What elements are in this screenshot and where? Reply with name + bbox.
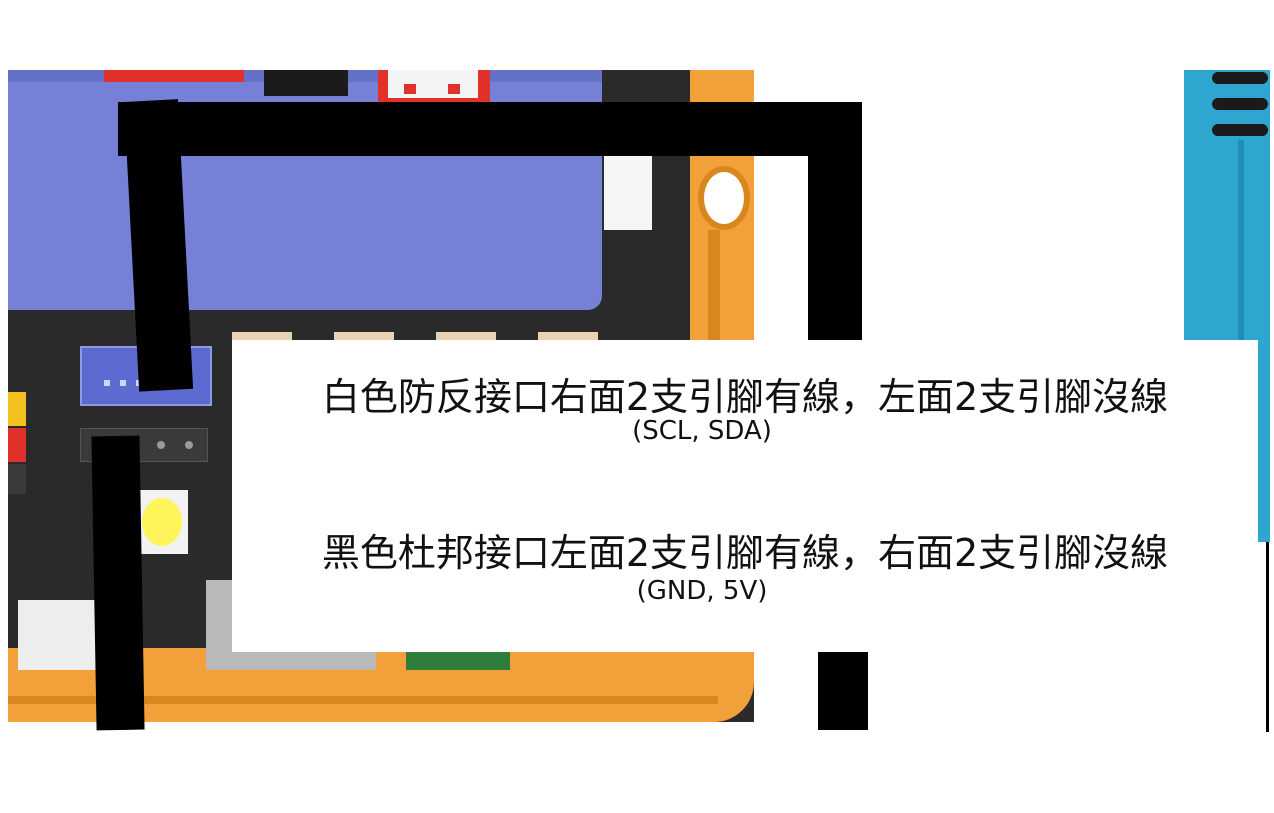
frame-hole — [698, 166, 750, 230]
left-yellow-marker — [8, 392, 26, 426]
black-connector-description: 黑色杜邦接口左面2支引腳有線，右面2支引腳沒線 — [321, 531, 1169, 575]
left-red-marker — [8, 428, 26, 462]
module-slot — [1212, 124, 1268, 136]
wire-right-vertical-lower — [818, 652, 868, 730]
frame-bottom-ridge — [8, 696, 718, 704]
micro-usb-port — [18, 600, 108, 670]
white-connector-pin — [104, 380, 110, 386]
white-connector-signals: (SCL, SDA) — [632, 416, 772, 446]
black-connector-pin — [185, 441, 193, 449]
header-strip — [436, 332, 496, 342]
white-connector-pin — [120, 380, 126, 386]
left-black-marker — [8, 464, 26, 494]
side-wire — [1266, 542, 1269, 732]
header-strip — [232, 332, 292, 342]
usb-pin-left — [404, 84, 416, 94]
module-slot — [1212, 72, 1268, 84]
module-slot — [1212, 98, 1268, 110]
top-black-component — [264, 70, 348, 96]
header-strip — [334, 332, 394, 342]
side-white-block — [604, 154, 652, 230]
header-strip — [538, 332, 598, 342]
white-connector-description: 白色防反接口右面2支引腳有線，左面2支引腳沒線 — [321, 375, 1169, 419]
wire-top-horizontal — [118, 102, 862, 156]
usb-port-icon — [388, 70, 478, 98]
black-connector-signals: (GND, 5V) — [636, 576, 768, 606]
usb-pin-right — [448, 84, 460, 94]
wire-right-vertical-upper — [808, 102, 862, 342]
top-red-component — [104, 70, 244, 82]
black-connector-pin — [157, 441, 165, 449]
callout-box: 白色防反接口右面2支引腳有線，左面2支引腳沒線 (SCL, SDA) 黑色杜邦接… — [232, 340, 1258, 652]
yellow-led-icon — [142, 498, 182, 546]
wire-to-black-connector — [91, 435, 145, 731]
green-switch — [406, 650, 510, 670]
